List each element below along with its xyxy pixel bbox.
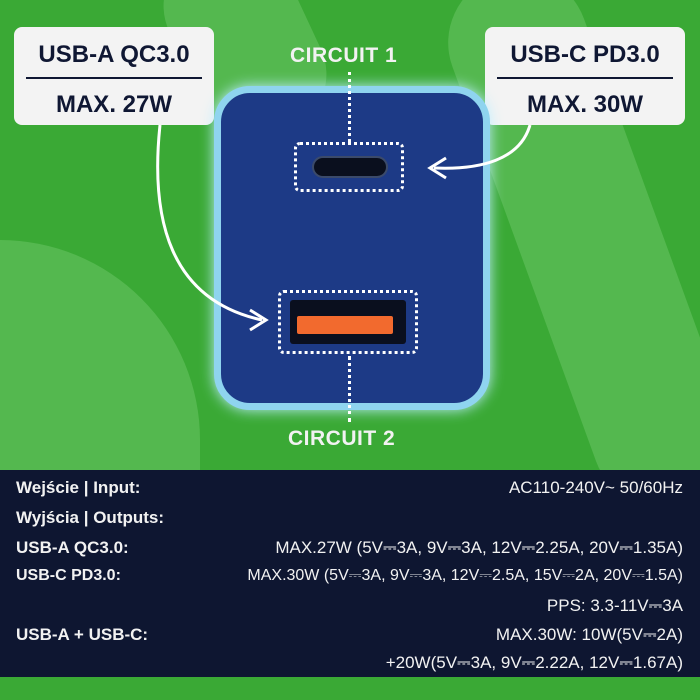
circuit-1-line <box>348 72 351 142</box>
combo-spec-value-2: +20W(5V⎓3A, 9V⎓2.22A, 12V⎓1.67A) <box>385 653 683 672</box>
usb-c-port <box>312 156 388 178</box>
usb-c-title: USB-C PD3.0 <box>497 27 673 79</box>
usb-a-label-box: USB-A QC3.0 MAX. 27W <box>14 27 214 125</box>
outputs-label: Wyjścia | Outputs: <box>16 508 165 527</box>
input-value: AC110-240V~ 50/60Hz <box>508 478 683 497</box>
usb-a-power: MAX. 27W <box>55 91 172 118</box>
combo-spec-value-1: MAX.30W: 10W(5V⎓2A) <box>495 625 683 644</box>
usb-c-spec-value: MAX.30W (5V⎓3A, 9V⎓3A, 12V⎓2.5A, 15V⎓2A,… <box>247 567 683 584</box>
usb-c-spec-label: USB-C PD3.0: <box>16 567 121 584</box>
arrow-icon <box>156 124 532 332</box>
circuit-2-label: CIRCUIT 2 <box>288 427 396 450</box>
circuit-1-label: CIRCUIT 1 <box>290 44 398 67</box>
specs-panel: Wejście | Input: AC110-240V~ 50/60Hz Wyjś… <box>0 470 700 677</box>
usb-a-spec-value: MAX.27W (5V⎓3A, 9V⎓3A, 12V⎓2.25A, 20V⎓1.… <box>275 538 683 557</box>
usb-c-power: MAX. 30W <box>526 91 643 118</box>
charger-body <box>214 86 490 410</box>
usb-a-port-tongue <box>297 316 393 334</box>
usb-c-label-box: USB-C PD3.0 MAX. 30W <box>485 27 685 125</box>
circuit-2-line <box>348 356 351 422</box>
combo-spec-label: USB-A + USB-C: <box>16 625 149 644</box>
input-label: Wejście | Input: <box>16 478 141 497</box>
usb-a-title: USB-A QC3.0 <box>26 27 202 79</box>
usb-c-port-highlight <box>294 142 404 192</box>
usb-a-spec-label: USB-A QC3.0: <box>16 538 129 557</box>
usb-a-port-highlight <box>278 290 418 354</box>
pps-value: PPS: 3.3-11V⎓3A <box>546 596 683 615</box>
